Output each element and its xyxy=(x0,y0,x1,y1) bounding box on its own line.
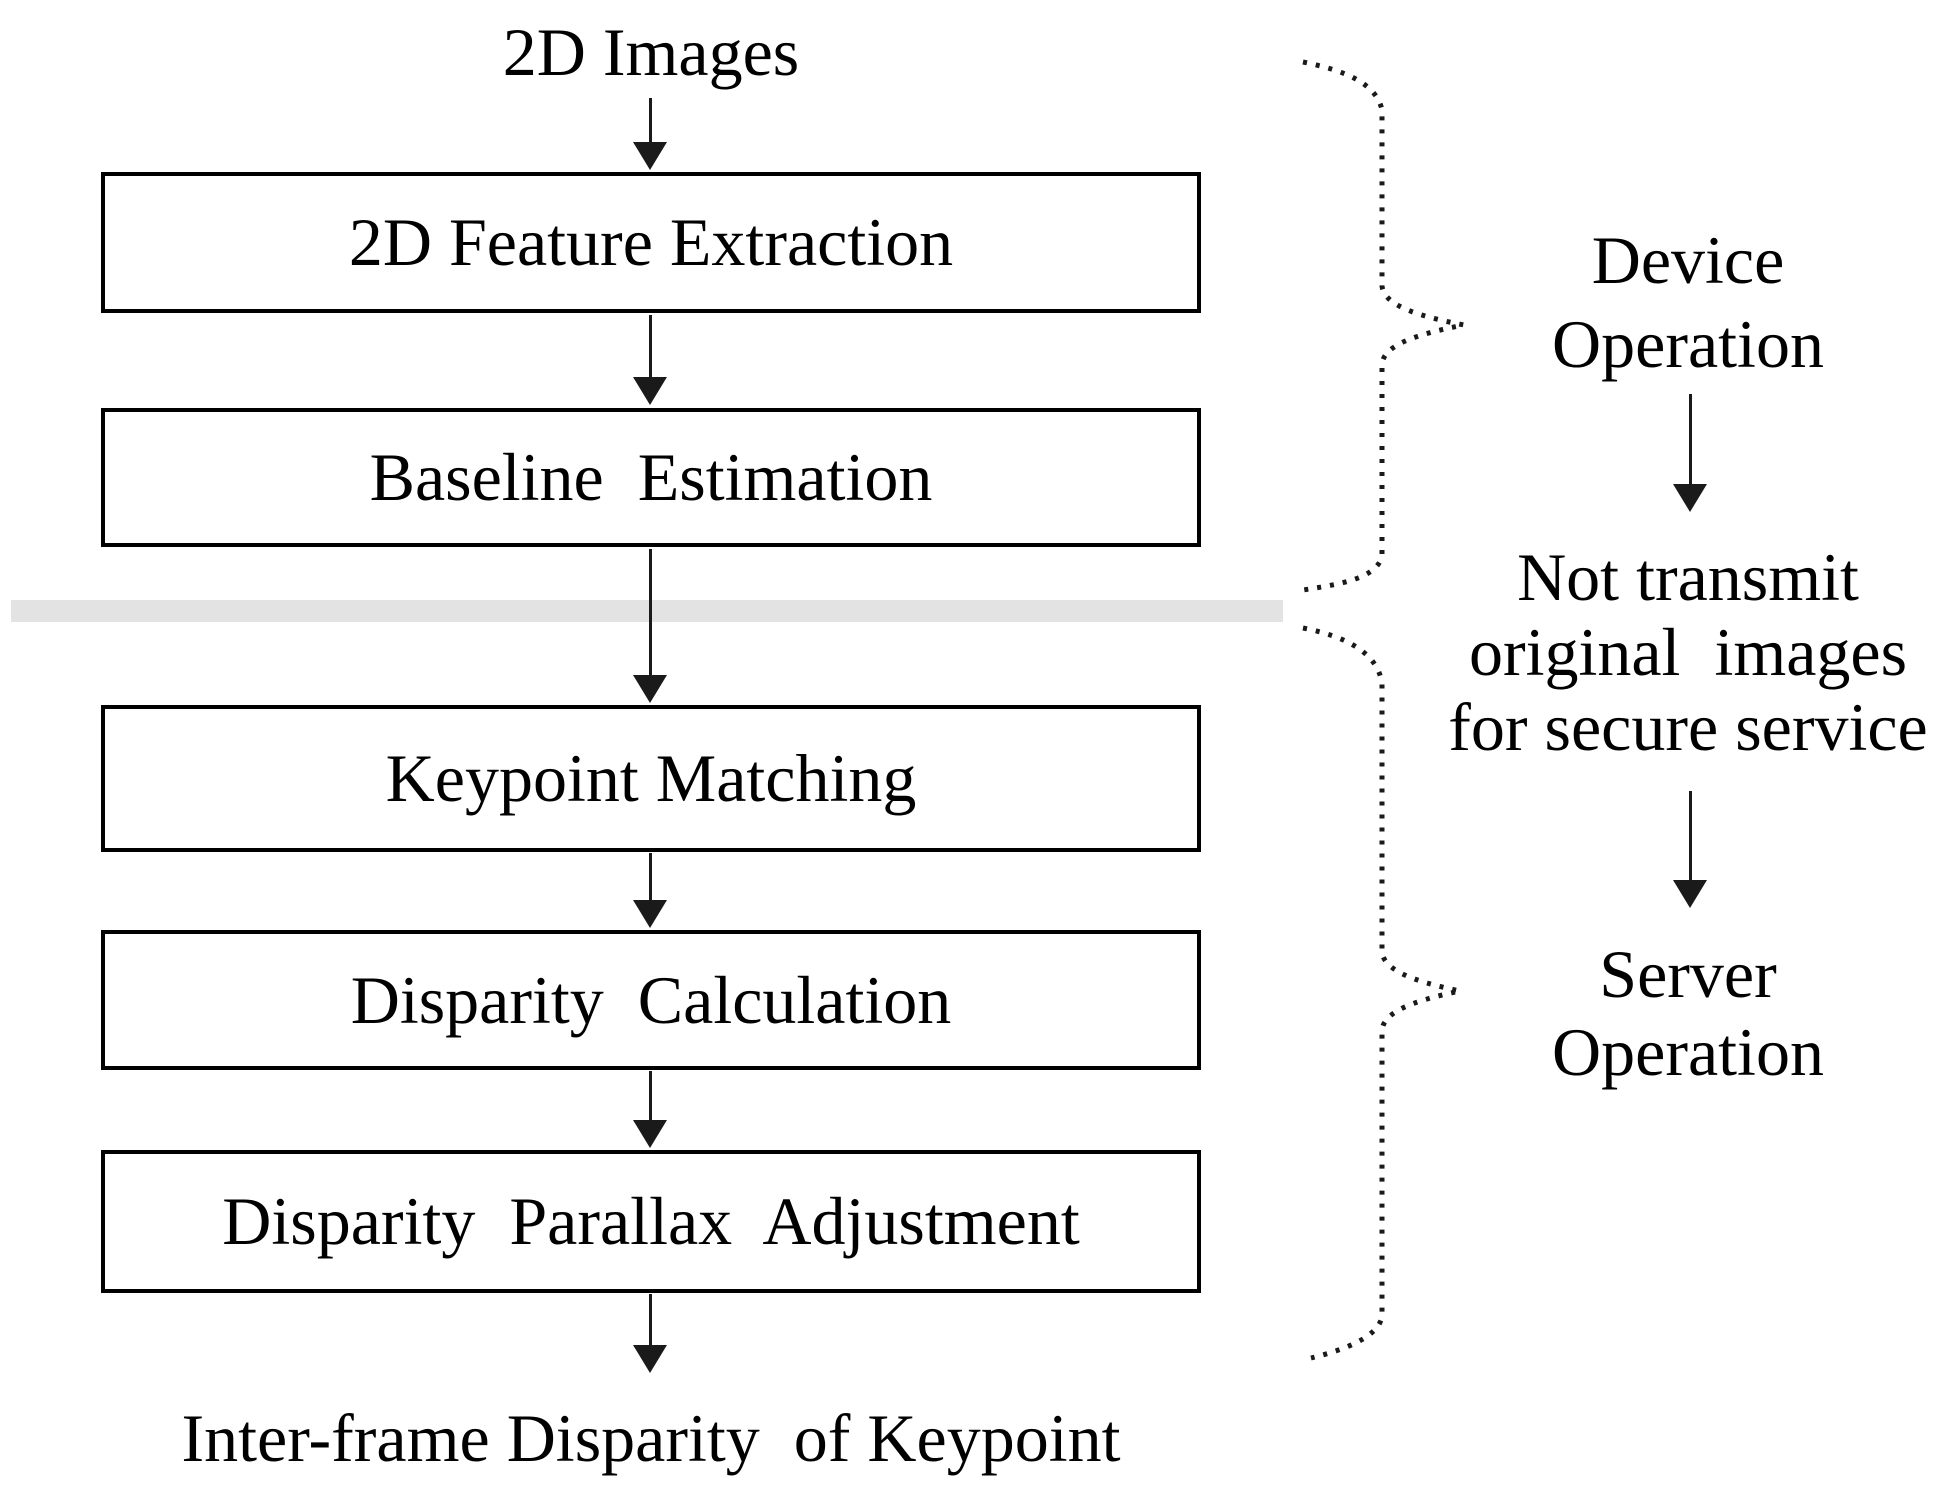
box-disparity-calculation: Disparity Calculation xyxy=(101,930,1201,1070)
arrow-stem xyxy=(648,98,652,142)
box-label: 2D Feature Extraction xyxy=(348,204,954,280)
arrow-stem xyxy=(648,549,652,675)
device-operation-label: Device Operation xyxy=(1552,222,1824,382)
secure-transmission-note: Not transmit original images for secure … xyxy=(1448,539,1928,765)
server-operation-label: Server Operation xyxy=(1552,936,1824,1090)
box-label: Disparity Parallax Adjustment xyxy=(222,1183,1080,1259)
arrow-head-icon xyxy=(633,1345,667,1373)
arrow-stem xyxy=(1688,791,1692,880)
arrow-head-icon xyxy=(633,1120,667,1148)
box-label: Keypoint Matching xyxy=(385,740,917,816)
down-arrow-device-to-note xyxy=(1673,394,1707,512)
box-baseline-estimation: Baseline Estimation xyxy=(101,408,1201,547)
box-label: Baseline Estimation xyxy=(369,439,933,515)
down-arrow-baseline-to-keypoint-matching xyxy=(633,549,667,703)
arrow-head-icon xyxy=(1673,484,1707,512)
arrow-head-icon xyxy=(633,377,667,405)
output-label-interframe-disparity: Inter-frame Disparity of Keypoint xyxy=(181,1400,1121,1476)
arrow-stem xyxy=(648,315,652,377)
down-arrow-keypoint-to-disparity-calculation xyxy=(633,853,667,928)
arrow-stem xyxy=(648,1071,652,1120)
arrow-head-icon xyxy=(633,900,667,928)
arrow-head-icon xyxy=(633,142,667,170)
down-arrow-input-to-feature-extraction xyxy=(633,98,667,170)
box-disparity-parallax-adjustment: Disparity Parallax Adjustment xyxy=(101,1150,1201,1293)
input-label-2d-images: 2D Images xyxy=(502,14,800,90)
arrow-head-icon xyxy=(633,675,667,703)
arrow-stem xyxy=(1688,394,1692,484)
device-server-divider xyxy=(11,600,1283,622)
box-label: Disparity Calculation xyxy=(350,961,952,1038)
box-2d-feature-extraction: 2D Feature Extraction xyxy=(101,172,1201,313)
box-keypoint-matching: Keypoint Matching xyxy=(101,705,1201,852)
arrow-stem xyxy=(648,853,652,900)
down-arrow-feature-extraction-to-baseline xyxy=(633,315,667,405)
down-arrow-adjustment-to-output xyxy=(633,1294,667,1373)
down-arrow-note-to-server xyxy=(1673,791,1707,908)
arrow-stem xyxy=(648,1294,652,1345)
down-arrow-calculation-to-parallax-adjustment xyxy=(633,1071,667,1148)
arrow-head-icon xyxy=(1673,880,1707,908)
